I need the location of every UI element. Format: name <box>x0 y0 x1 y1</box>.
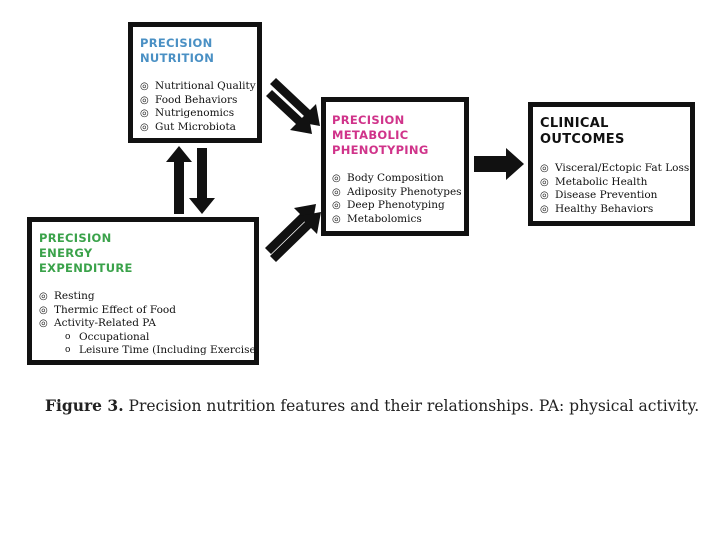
precision-metabolic-phenotyping-list: ◎Body Composition ◎Adiposity Phenotypes … <box>332 172 462 226</box>
bullet-icon: ◎ <box>540 203 549 215</box>
list-item: ◎Resting <box>39 290 95 302</box>
bullet-icon: ◎ <box>332 213 341 225</box>
bullet-icon: ◎ <box>140 108 149 119</box>
bullet-icon: ◎ <box>540 176 549 188</box>
bullet-icon: ◎ <box>140 81 149 92</box>
vertical-bidirectional-arrow-icon <box>166 146 215 214</box>
precision-nutrition-title: PRECISION NUTRITION <box>140 36 215 65</box>
bullet-icon: ◎ <box>540 190 549 201</box>
clinical-outcomes-list: ◎Visceral/Ectopic Fat Loss ◎Metabolic He… <box>540 162 690 216</box>
list-item: ◎Healthy Behaviors <box>540 202 654 215</box>
bullet-icon: ◎ <box>540 163 549 174</box>
list-item: ◎Adiposity Phenotypes <box>332 185 462 198</box>
figure-caption-text: Precision nutrition features and their r… <box>128 397 700 415</box>
bullet-icon: ◎ <box>140 94 149 106</box>
list-item: ◎Disease Prevention <box>540 189 658 201</box>
list-item: ◎Metabolomics <box>332 212 422 225</box>
list-item: ◎Visceral/Ectopic Fat Loss <box>540 162 690 174</box>
figure-label: Figure 3. <box>45 396 124 415</box>
precision-nutrition-box: PRECISION NUTRITION ◎Nutritional Quality… <box>128 22 262 143</box>
diagonal-arrow-lower-icon <box>265 204 321 262</box>
clinical-outcomes-title: CLINICAL OUTCOMES <box>540 116 625 147</box>
list-item: ◎Activity-Related PA <box>39 317 156 329</box>
precision-energy-expenditure-box: PRECISION ENERGY EXPENDITURE ◎Resting ◎T… <box>27 217 260 365</box>
bullet-icon: ◎ <box>332 173 341 184</box>
clinical-outcomes-box: CLINICAL OUTCOMES ◎Visceral/Ectopic Fat … <box>528 102 695 226</box>
list-item: ◎Nutritional Quality <box>140 80 256 92</box>
bullet-icon: ◎ <box>39 291 48 302</box>
precision-energy-expenditure-list: ◎Resting ◎Thermic Effect of Food ◎Activi… <box>39 290 260 358</box>
list-item: ◎Nutrigenomics <box>140 107 235 119</box>
bullet-icon: ◎ <box>140 121 149 133</box>
bullet-icon: ◎ <box>332 200 341 211</box>
bullet-icon: ◎ <box>39 304 48 316</box>
list-item: ◎Deep Phenotyping <box>332 199 445 211</box>
precision-nutrition-list: ◎Nutritional Quality ◎Food Behaviors ◎Nu… <box>140 80 256 134</box>
precision-energy-expenditure-title: PRECISION ENERGY EXPENDITURE <box>39 231 133 275</box>
list-item: ◎Body Composition <box>332 172 444 184</box>
right-arrow-icon <box>474 148 524 180</box>
list-item: ◎Gut Microbiota <box>140 120 236 133</box>
figure-caption: Figure 3. Precision nutrition features a… <box>45 396 705 415</box>
bullet-icon: ◎ <box>332 186 341 198</box>
precision-metabolic-phenotyping-box: PRECISION METABOLIC PHENOTYPING ◎Body Co… <box>321 97 469 236</box>
bullet-icon: ◎ <box>39 318 48 329</box>
list-item: ◎Thermic Effect of Food <box>39 303 176 316</box>
sub-bullet-icon: o <box>65 331 71 342</box>
precision-metabolic-phenotyping-title: PRECISION METABOLIC PHENOTYPING <box>332 113 429 157</box>
list-item: ◎Metabolic Health <box>540 175 648 188</box>
sub-bullet-icon: o <box>65 345 71 355</box>
diagonal-arrow-upper-icon <box>266 78 320 134</box>
list-item: ◎Food Behaviors <box>140 93 238 106</box>
